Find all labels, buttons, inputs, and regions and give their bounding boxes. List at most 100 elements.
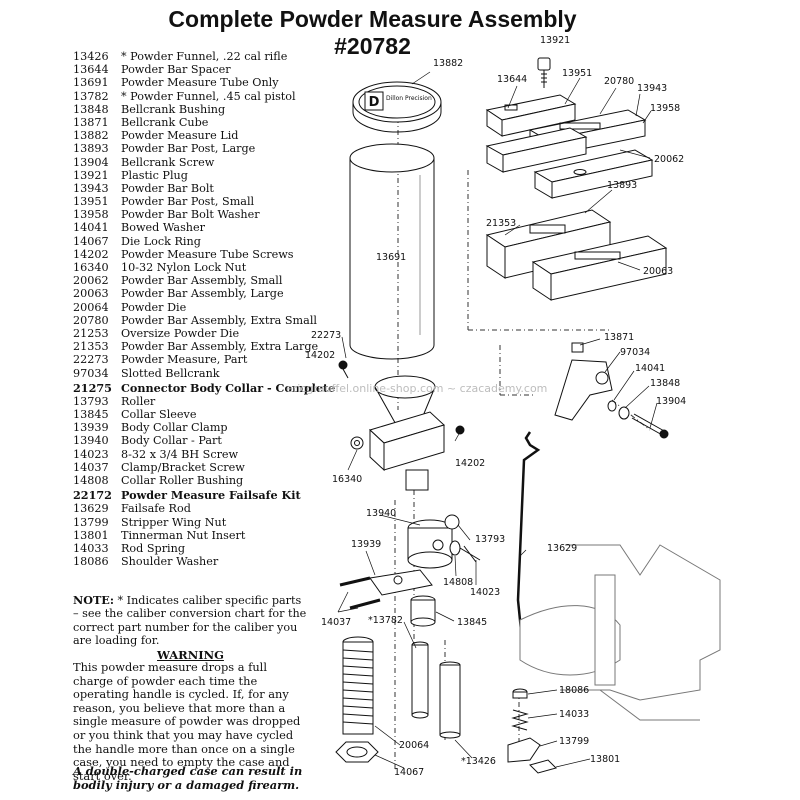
part-description: Collar Roller Bushing [121, 474, 244, 487]
rod-spring [511, 709, 529, 731]
callout-13943: 13943 [637, 83, 667, 94]
part-number: 13904 [73, 155, 109, 169]
part-number: 20063 [73, 287, 109, 301]
bellcrank-cube [571, 342, 584, 353]
part-number: 13426 [73, 50, 109, 63]
part-description: Die Lock Ring [121, 234, 201, 248]
part-row: 13782* Powder Funnel, .45 cal pistol [73, 90, 308, 103]
callout-14202-right: 14202 [455, 458, 485, 469]
part-description: Powder Die [121, 300, 187, 314]
callout-13921: 13921 [540, 35, 570, 46]
callout-13939: 13939 [351, 539, 381, 550]
slotted-bellcrank [554, 359, 613, 421]
part-number: 13939 [73, 421, 109, 435]
callout-14037: 14037 [321, 617, 351, 628]
callout-22273: 22273 [311, 330, 341, 341]
callout-13691: 13691 [376, 252, 406, 263]
callout-13799: 13799 [559, 736, 589, 747]
callout-14023: 14023 [470, 587, 500, 598]
part-number: 13799 [73, 515, 109, 529]
bowed-washer [607, 400, 617, 412]
bh-screw [459, 545, 481, 563]
part-number: 13921 [73, 168, 109, 182]
callout-14033: 14033 [559, 709, 589, 720]
powder-measure-lid: D Dillon Precision [352, 81, 442, 133]
part-description: Powder Measure Lid [121, 129, 239, 143]
failsafe-rod [516, 431, 541, 641]
callout-leaders [337, 71, 658, 769]
powder-bar-large [531, 235, 668, 301]
note-body: * Indicates caliber specific parts – see… [73, 594, 307, 648]
die-lock-ring [335, 741, 379, 763]
callout-20062: 20062 [654, 154, 684, 165]
callout-97034: 97034 [620, 347, 650, 358]
callout-13801: 13801 [590, 754, 620, 765]
powder-funnel-22 [439, 661, 461, 739]
part-row: 13426* Powder Funnel, .22 cal rifle [73, 50, 308, 63]
nylon-lock-nut [350, 436, 364, 450]
part-number: 13845 [73, 408, 109, 422]
part-number: 14202 [73, 247, 109, 261]
part-description: Tinnerman Nut Insert [121, 528, 246, 542]
part-number: 14023 [73, 447, 109, 461]
part-number: 13893 [73, 142, 109, 156]
collar-roller-bushing [449, 540, 461, 556]
note-text: NOTE: * Indicates caliber specific parts… [73, 593, 308, 648]
part-number: 13793 [73, 394, 109, 408]
part-description: Rod Spring [121, 541, 185, 555]
part-number: 13801 [73, 528, 109, 542]
warning-emphasis: A double-charged case can result in bodi… [73, 764, 303, 792]
clamp-screws [339, 576, 381, 610]
part-description: Connector Body Collar - Complete [121, 380, 336, 395]
callout-20780: 20780 [604, 76, 634, 87]
part-number: 20780 [73, 313, 109, 327]
part-description: Bellcrank Screw [121, 155, 215, 169]
tube-screw [338, 360, 349, 379]
callout-13958: 13958 [650, 103, 680, 114]
note-label: NOTE: [73, 593, 114, 607]
shoulder-washer [512, 688, 528, 699]
callout-13882: 13882 [433, 58, 463, 69]
callout-13940: 13940 [366, 508, 396, 519]
part-row: 22273 Powder Measure, Part [73, 353, 308, 366]
stripper-wing-nut [507, 737, 541, 763]
part-description: Powder Measure, Part [121, 353, 248, 367]
part-number: 13958 [73, 208, 109, 222]
powder-bar-post-large [485, 209, 612, 279]
part-number: 14041 [73, 221, 109, 235]
part-description: * Powder Funnel, .45 cal pistol [121, 89, 296, 103]
callout-13845: 13845 [457, 617, 487, 628]
part-description: Body Collar - Part [121, 434, 222, 448]
callout-13893: 13893 [607, 180, 637, 191]
svg-text:D: D [369, 95, 380, 110]
powder-measure-tube [349, 143, 435, 360]
part-number: 22273 [73, 353, 109, 367]
powder-die [342, 636, 374, 735]
part-row: 13801 Tinnerman Nut Insert [73, 529, 308, 542]
part-description: Failsafe Rod [121, 502, 191, 516]
part-number: 20064 [73, 300, 109, 314]
roller [444, 514, 460, 530]
callout-13629: 13629 [547, 543, 577, 554]
logo-text: Dillon Precision [386, 95, 432, 102]
part-number: 21275 [73, 380, 112, 395]
